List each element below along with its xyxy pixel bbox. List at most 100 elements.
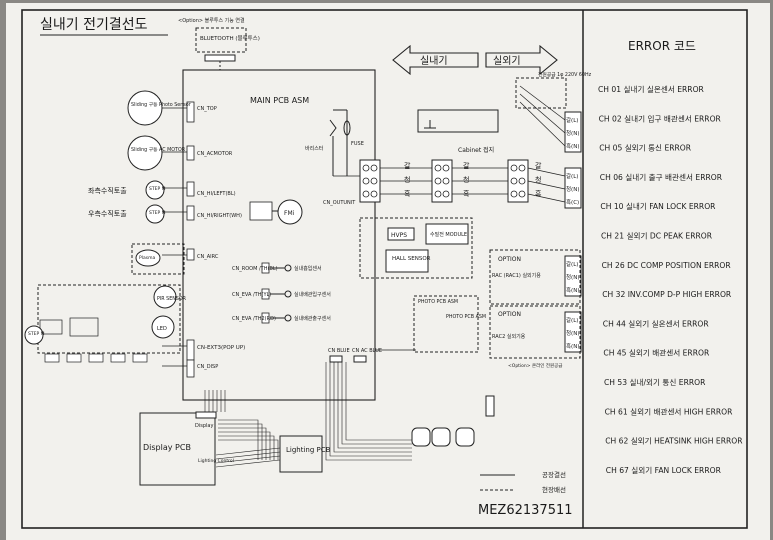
photo-pcb-label-1: PHOTO PCB ASM xyxy=(418,299,458,305)
cn-blue-label: CN BLUE xyxy=(328,348,350,354)
led-pcb-box xyxy=(69,317,99,337)
terminal-label: 청(N) xyxy=(566,274,579,281)
svg-text:실내흡입센서: 실내흡입센서 xyxy=(294,265,322,272)
thermistor-connector xyxy=(261,262,270,274)
pir-sensor-label: PIR SENSOR xyxy=(157,296,187,302)
outdoor-arrow: 실외기 xyxy=(485,44,558,76)
wire-label-brown-3: 갈 xyxy=(535,162,542,170)
wire-label-blue-2: 청 xyxy=(463,176,469,184)
cn-ac-blue-connector xyxy=(353,355,367,363)
terminal-screw xyxy=(510,177,518,185)
error-code-item: CH 02 실내기 입구 배관센서 ERROR xyxy=(599,113,722,123)
cn-acmotor-label: CN_ACMOTOR xyxy=(197,151,233,157)
terminal-label: 청(N) xyxy=(566,130,579,137)
thermistor-room: 실내흡입센서 xyxy=(270,264,322,272)
photo-pcb-group xyxy=(413,295,479,353)
outer-border xyxy=(21,9,748,529)
power-supply-box xyxy=(515,77,567,109)
terminal-screw xyxy=(370,177,378,185)
hall-sensor-box xyxy=(385,249,429,273)
main-pcb-label: MAIN PCB ASM xyxy=(250,96,309,105)
pcb-connector xyxy=(186,181,195,197)
option-rac1-title: OPTION xyxy=(498,256,521,263)
error-code-item: CH 62 실외기 HEATSINK HIGH ERROR xyxy=(605,436,743,446)
terminal-screw xyxy=(362,190,370,198)
fuse-label: FUSE xyxy=(351,141,364,147)
step-motor-bottom xyxy=(24,325,44,345)
led-unit xyxy=(151,315,175,339)
terminal-label: 흑(N) xyxy=(566,286,579,294)
error-panel-title: ERROR 코드 xyxy=(628,39,696,53)
terminal-screw xyxy=(362,164,370,172)
thermistor-connector xyxy=(261,312,270,324)
terminal-label: 흑(N) xyxy=(566,142,579,150)
terminal-screw xyxy=(442,177,450,185)
step-motor-right xyxy=(145,204,165,224)
cn-ac-blue-label: CN AC BLUE xyxy=(352,348,382,354)
sliding-motor-label: Sliding 구동 AC MOTOR xyxy=(131,147,186,153)
main-pcb-box xyxy=(182,69,376,401)
lighting-control-label: Lighting Control xyxy=(198,458,234,464)
terminal-label: 흑(N) xyxy=(566,342,579,350)
main-pcb-connectors xyxy=(162,101,278,378)
error-code-item: CH 32 INV.COMP D-P HIGH ERROR xyxy=(602,290,732,299)
step-pcb-box xyxy=(39,319,63,335)
terminal-screw xyxy=(362,177,370,185)
lighting-pcb-box xyxy=(279,435,323,473)
cn-hl-right-label: CN_HI/RIGHT(WH) xyxy=(197,213,242,219)
terminal-screw xyxy=(370,164,378,172)
terminal-label: 갈(L) xyxy=(566,172,578,180)
plasma-option-box xyxy=(131,243,185,275)
wire-label-blue: 청 xyxy=(404,176,410,184)
wire-label-blue-3: 청 xyxy=(535,176,541,184)
error-code-item: CH 26 DC COMP POSITION ERROR xyxy=(602,261,732,270)
varistor-label: 바리스터 xyxy=(305,145,323,152)
step-motor-bottom-label: STEP M xyxy=(28,331,45,337)
outdoor-terminal xyxy=(564,311,582,353)
cn-eva-rd-label: CN_EVA /TH2(RD) xyxy=(232,316,276,322)
wire-label-brown-2: 갈 xyxy=(463,162,470,170)
terminal-screw xyxy=(510,164,518,172)
lighting-pcb-label: Lighting PCB xyxy=(286,446,331,454)
terminal-screw xyxy=(510,190,518,198)
error-code-item: CH 61 실외기 배관센서 HIGH ERROR xyxy=(605,406,734,416)
cn-aircl-label: CN_AIRC xyxy=(197,254,219,260)
pcb-connector xyxy=(186,205,195,221)
bluetooth-label: BLUETOOTH (블루투스) xyxy=(200,35,260,42)
cabinet-ground-label: Cabinet 접지 xyxy=(458,146,494,154)
pcb-connector xyxy=(186,339,195,361)
bluetooth-option-label: <Option> 블루투스 기능 연결 xyxy=(178,17,245,24)
terminal-label: 갈(L) xyxy=(566,260,578,268)
terminal-label: 흑(C) xyxy=(566,198,579,206)
cn-room-label: CN_ROOM /TH(BL) xyxy=(232,266,278,272)
cn-outunit-label: CN_OUTUNIT xyxy=(323,200,356,206)
pir-connector xyxy=(66,353,82,363)
wire-label-brown: 갈 xyxy=(404,162,411,170)
outdoor-terminal xyxy=(564,111,582,153)
bottom-motor xyxy=(455,427,475,447)
fan-motor-label: FMi xyxy=(284,210,295,217)
rac1-label: RAC (RAC1) 실외기용 xyxy=(492,272,541,279)
option-rac2-title: OPTION xyxy=(498,311,521,318)
error-code-item: CH 21 실외기 DC PEAK ERROR xyxy=(601,231,713,241)
error-code-item: CH 01 실내기 실온센서 ERROR xyxy=(598,84,705,94)
power-supply-label: 전원공급 1φ 220V 60Hz xyxy=(538,71,592,78)
terminal-label: 갈(L) xyxy=(566,316,578,324)
pcb-connector xyxy=(186,145,195,161)
thermistor-connector xyxy=(261,288,270,300)
outdoor-arrow-label: 실외기 xyxy=(493,55,521,67)
step-motor-left xyxy=(145,180,165,200)
terminal-screw xyxy=(434,177,442,185)
hvps-label: HVPS xyxy=(391,232,407,239)
option-power-label: <Option> 온라인 전원공급 xyxy=(508,362,562,369)
plasma-label: Plasma xyxy=(139,255,155,261)
varistor-symbol xyxy=(329,119,337,137)
right-vertical-label: 우측수직토출 xyxy=(88,209,127,218)
error-code-item: CH 05 실외기 통신 ERROR xyxy=(599,143,692,153)
legend-field-label: 현장배선 xyxy=(542,485,566,494)
terminal-blocks xyxy=(333,159,529,203)
pcb-connector xyxy=(186,101,195,123)
error-code-item: CH 53 실내/외기 통신 ERROR xyxy=(604,377,706,387)
bluetooth-module xyxy=(195,27,247,53)
terminal-screw xyxy=(370,190,378,198)
